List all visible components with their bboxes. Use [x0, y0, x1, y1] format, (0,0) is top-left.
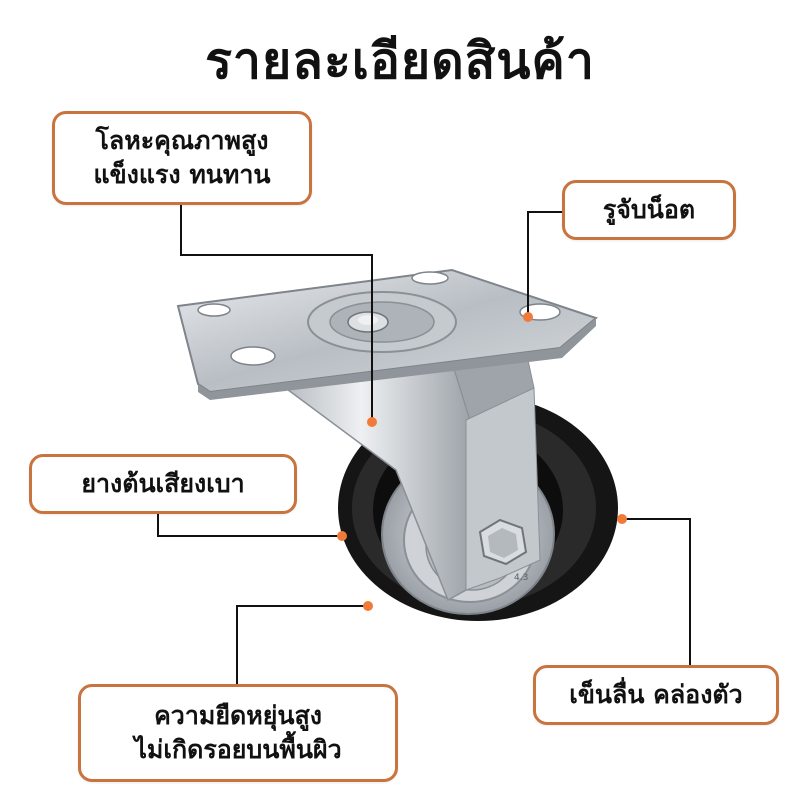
callout-elastic-line2: ไม่เกิดรอยบนพื้นผิว — [134, 735, 342, 764]
callout-elastic: ความยืดหยุ่นสูง ไม่เกิดรอยบนพื้นผิว — [78, 684, 398, 782]
callout-smooth: เข็นลื่น คล่องตัว — [533, 665, 779, 725]
leader-lines — [157, 205, 691, 684]
wheel-marking: 4.3 — [514, 573, 528, 583]
mounting-plate — [176, 268, 599, 400]
callout-bolt-hole: รูจับน็อต — [562, 180, 736, 240]
callout-rubber-label: ยางต้นเสียงเบา — [81, 468, 245, 498]
callout-material-line2: แข็งแรง ทนทาน — [93, 160, 271, 189]
page-title: รายละเอียดสินค้า — [205, 32, 595, 90]
axle-nut — [478, 518, 528, 566]
callout-elastic-line1: ความยืดหยุ่นสูง — [154, 700, 322, 730]
marker-dots — [337, 312, 627, 611]
callout-material: โลหะคุณภาพสูง แข็งแรง ทนทาน — [52, 111, 312, 205]
callout-smooth-label: เข็นลื่น คล่องตัว — [569, 679, 743, 709]
callout-bolt-hole-label: รูจับน็อต — [602, 194, 696, 224]
callout-rubber: ยางต้นเสียงเบา — [29, 454, 297, 514]
callout-material-line1: โลหะคุณภาพสูง — [95, 125, 269, 155]
